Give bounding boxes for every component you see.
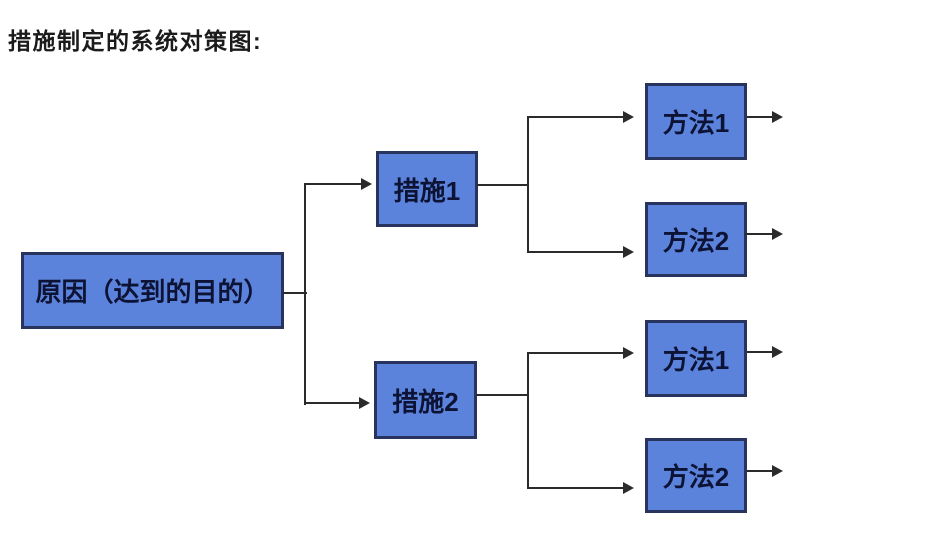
node-method2-top-label: 方法2 [662,226,730,256]
connector-to-method1-bottom [527,352,624,354]
node-method2-top: 方法2 [645,202,747,277]
arrowhead-method2-top-out-icon [772,228,783,240]
arrowhead-to-measure1-icon [361,178,372,190]
connector-method1-bottom-out [747,351,773,353]
connector-measure1-out [477,184,529,186]
node-measure1-label: 措施1 [393,175,461,206]
connector-measure2-out [476,394,529,396]
arrowhead-to-measure2-icon [359,397,370,409]
connector-branch3-vertical [527,352,529,489]
connector-to-method2-top [527,251,624,253]
connector-to-measure2 [304,402,361,404]
connector-to-method1-top [527,116,624,118]
connector-method1-top-out [747,116,773,118]
connector-cause-out [283,292,307,294]
arrowhead-to-method2-bottom-icon [623,482,634,494]
arrowhead-method1-top-out-icon [772,111,783,123]
connector-branch2-vertical [527,116,529,253]
arrowhead-to-method1-top-icon [623,111,634,123]
connector-method2-top-out [745,233,773,235]
node-method1-bottom-label: 方法1 [662,345,730,375]
connector-method2-bottom-out [747,470,773,472]
arrowhead-to-method1-bottom-icon [623,347,634,359]
node-method1-top-label: 方法1 [662,108,730,138]
node-measure1: 措施1 [376,151,478,227]
node-measure2: 措施2 [374,361,477,439]
connector-to-method2-bottom [527,487,624,489]
node-method1-top: 方法1 [645,83,747,160]
connector-branch1-vertical [304,183,306,405]
node-cause: 原因（达到的目的） [21,252,284,329]
arrowhead-method1-bottom-out-icon [772,346,783,358]
node-method2-bottom: 方法2 [645,438,747,513]
node-measure2-label: 措施2 [392,386,459,417]
diagram-title: 措施制定的系统对策图: [8,28,263,54]
node-cause-label: 原因（达到的目的） [35,277,270,307]
arrowhead-method2-bottom-out-icon [772,465,783,477]
node-method1-bottom: 方法1 [645,320,747,397]
connector-to-measure1 [304,183,362,185]
node-method2-bottom-label: 方法2 [662,462,730,492]
arrowhead-to-method2-top-icon [623,246,634,258]
